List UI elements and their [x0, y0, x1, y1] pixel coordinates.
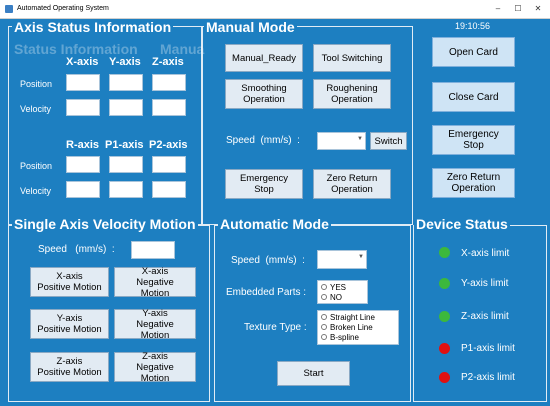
- axis-status-title: Axis Status Information: [12, 19, 174, 35]
- radio-icon: [321, 334, 327, 340]
- main-panel: Axis Status Information Status Informati…: [0, 19, 550, 406]
- window-titlebar: Automated Operating System – ☐ ✕: [0, 0, 550, 19]
- x-velocity-field[interactable]: [66, 99, 100, 116]
- radio-icon: [321, 284, 327, 290]
- manual-ready-button[interactable]: Manual_Ready: [225, 44, 303, 72]
- emergency-stop-button[interactable]: Emergency Stop: [432, 125, 515, 155]
- manual-ghost-title: Manua: [160, 41, 205, 57]
- tool-switching-button[interactable]: Tool Switching: [313, 44, 391, 72]
- z-axis-positive-button[interactable]: Z-axis Positive Motion: [30, 352, 109, 382]
- header-r-axis: R-axis: [66, 139, 100, 151]
- x-position-field[interactable]: [66, 74, 100, 91]
- zero-return-operation-button[interactable]: Zero Return Operation: [432, 168, 515, 198]
- single-axis-title: Single Axis Velocity Motion: [12, 216, 198, 232]
- header-y-axis: Y-axis: [109, 56, 141, 68]
- window-title: Automated Operating System: [17, 5, 109, 12]
- y-position-field[interactable]: [109, 74, 143, 91]
- x-axis-positive-button[interactable]: X-axis Positive Motion: [30, 267, 109, 297]
- header-p1-axis: P1-axis: [105, 139, 144, 151]
- r-position-field[interactable]: [66, 156, 100, 173]
- roughening-operation-button[interactable]: Roughening Operation: [313, 79, 391, 109]
- r-velocity-field[interactable]: [66, 181, 100, 198]
- embedded-parts-group: YES NO: [317, 280, 368, 304]
- auto-speed-select[interactable]: ▼: [317, 250, 367, 269]
- single-axis-speed-input[interactable]: [131, 241, 175, 259]
- row-label-velocity-2: Velocity: [20, 186, 52, 196]
- header-p2-axis: P2-axis: [149, 139, 188, 151]
- row-label-position: Position: [20, 79, 53, 89]
- manual-speed-select[interactable]: ▼: [317, 132, 366, 150]
- x-axis-limit-label: X-axis limit: [461, 248, 510, 259]
- texture-straight-line-option[interactable]: Straight Line: [321, 312, 395, 322]
- texture-broken-line-option[interactable]: Broken Line: [321, 322, 395, 332]
- close-button[interactable]: ✕: [534, 4, 542, 13]
- y-velocity-field[interactable]: [109, 99, 143, 116]
- app-icon: [5, 5, 13, 13]
- axis-status-ghost-title: Status Information: [14, 41, 138, 57]
- x-axis-limit-indicator: [439, 247, 450, 258]
- manual-zero-return-button[interactable]: Zero Return Operation: [313, 169, 391, 199]
- texture-type-label: Texture Type :: [244, 322, 307, 333]
- x-axis-negative-button[interactable]: X-axis Negative Motion: [114, 266, 196, 299]
- clock-display: 19:10:56: [455, 21, 491, 31]
- manual-mode-title: Manual Mode: [204, 19, 297, 35]
- embedded-no-option[interactable]: NO: [321, 292, 364, 302]
- z-axis-limit-indicator: [439, 311, 450, 322]
- embedded-yes-option[interactable]: YES: [321, 282, 364, 292]
- p1-axis-limit-indicator: [439, 343, 450, 354]
- p2-axis-limit-indicator: [439, 372, 450, 383]
- z-axis-negative-button[interactable]: Z-axis Negative Motion: [114, 351, 196, 384]
- y-axis-negative-button[interactable]: Y-axis Negative Motion: [114, 308, 196, 341]
- single-axis-speed-label: Speed (mm/s) :: [38, 244, 115, 255]
- start-button[interactable]: Start: [277, 361, 350, 386]
- radio-icon: [321, 294, 327, 300]
- manual-emergency-stop-button[interactable]: Emergency Stop: [225, 169, 303, 199]
- smoothing-operation-button[interactable]: Smoothing Operation: [225, 79, 303, 109]
- open-card-button[interactable]: Open Card: [432, 37, 515, 67]
- row-label-position-2: Position: [20, 161, 53, 171]
- switch-button[interactable]: Switch: [370, 132, 407, 150]
- p2-axis-limit-label: P2-axis limit: [461, 372, 515, 383]
- radio-icon: [321, 314, 327, 320]
- z-velocity-field[interactable]: [152, 99, 186, 116]
- maximize-button[interactable]: ☐: [514, 4, 522, 13]
- z-position-field[interactable]: [152, 74, 186, 91]
- z-axis-limit-label: Z-axis limit: [461, 311, 509, 322]
- texture-type-group: Straight Line Broken Line B-spline: [317, 310, 399, 345]
- manual-speed-label: Speed (mm/s) :: [226, 135, 300, 146]
- radio-icon: [321, 324, 327, 330]
- device-status-title: Device Status: [414, 216, 510, 232]
- p2-position-field[interactable]: [152, 156, 186, 173]
- auto-speed-label: Speed (mm/s) :: [231, 255, 305, 266]
- minimize-button[interactable]: –: [495, 4, 501, 13]
- p1-position-field[interactable]: [109, 156, 143, 173]
- row-label-velocity: Velocity: [20, 104, 52, 114]
- y-axis-positive-button[interactable]: Y-axis Positive Motion: [30, 309, 109, 339]
- header-z-axis: Z-axis: [152, 56, 184, 68]
- p1-velocity-field[interactable]: [109, 181, 143, 198]
- texture-b-spline-option[interactable]: B-spline: [321, 332, 395, 342]
- close-card-button[interactable]: Close Card: [432, 82, 515, 112]
- header-x-axis: X-axis: [66, 56, 99, 68]
- y-axis-limit-indicator: [439, 278, 450, 289]
- automatic-mode-title: Automatic Mode: [218, 216, 331, 232]
- y-axis-limit-label: Y-axis limit: [461, 278, 509, 289]
- p1-axis-limit-label: P1-axis limit: [461, 343, 515, 354]
- chevron-down-icon: ▼: [358, 254, 364, 260]
- embedded-parts-label: Embedded Parts :: [226, 287, 307, 298]
- p2-velocity-field[interactable]: [152, 181, 186, 198]
- chevron-down-icon: ▼: [357, 136, 363, 142]
